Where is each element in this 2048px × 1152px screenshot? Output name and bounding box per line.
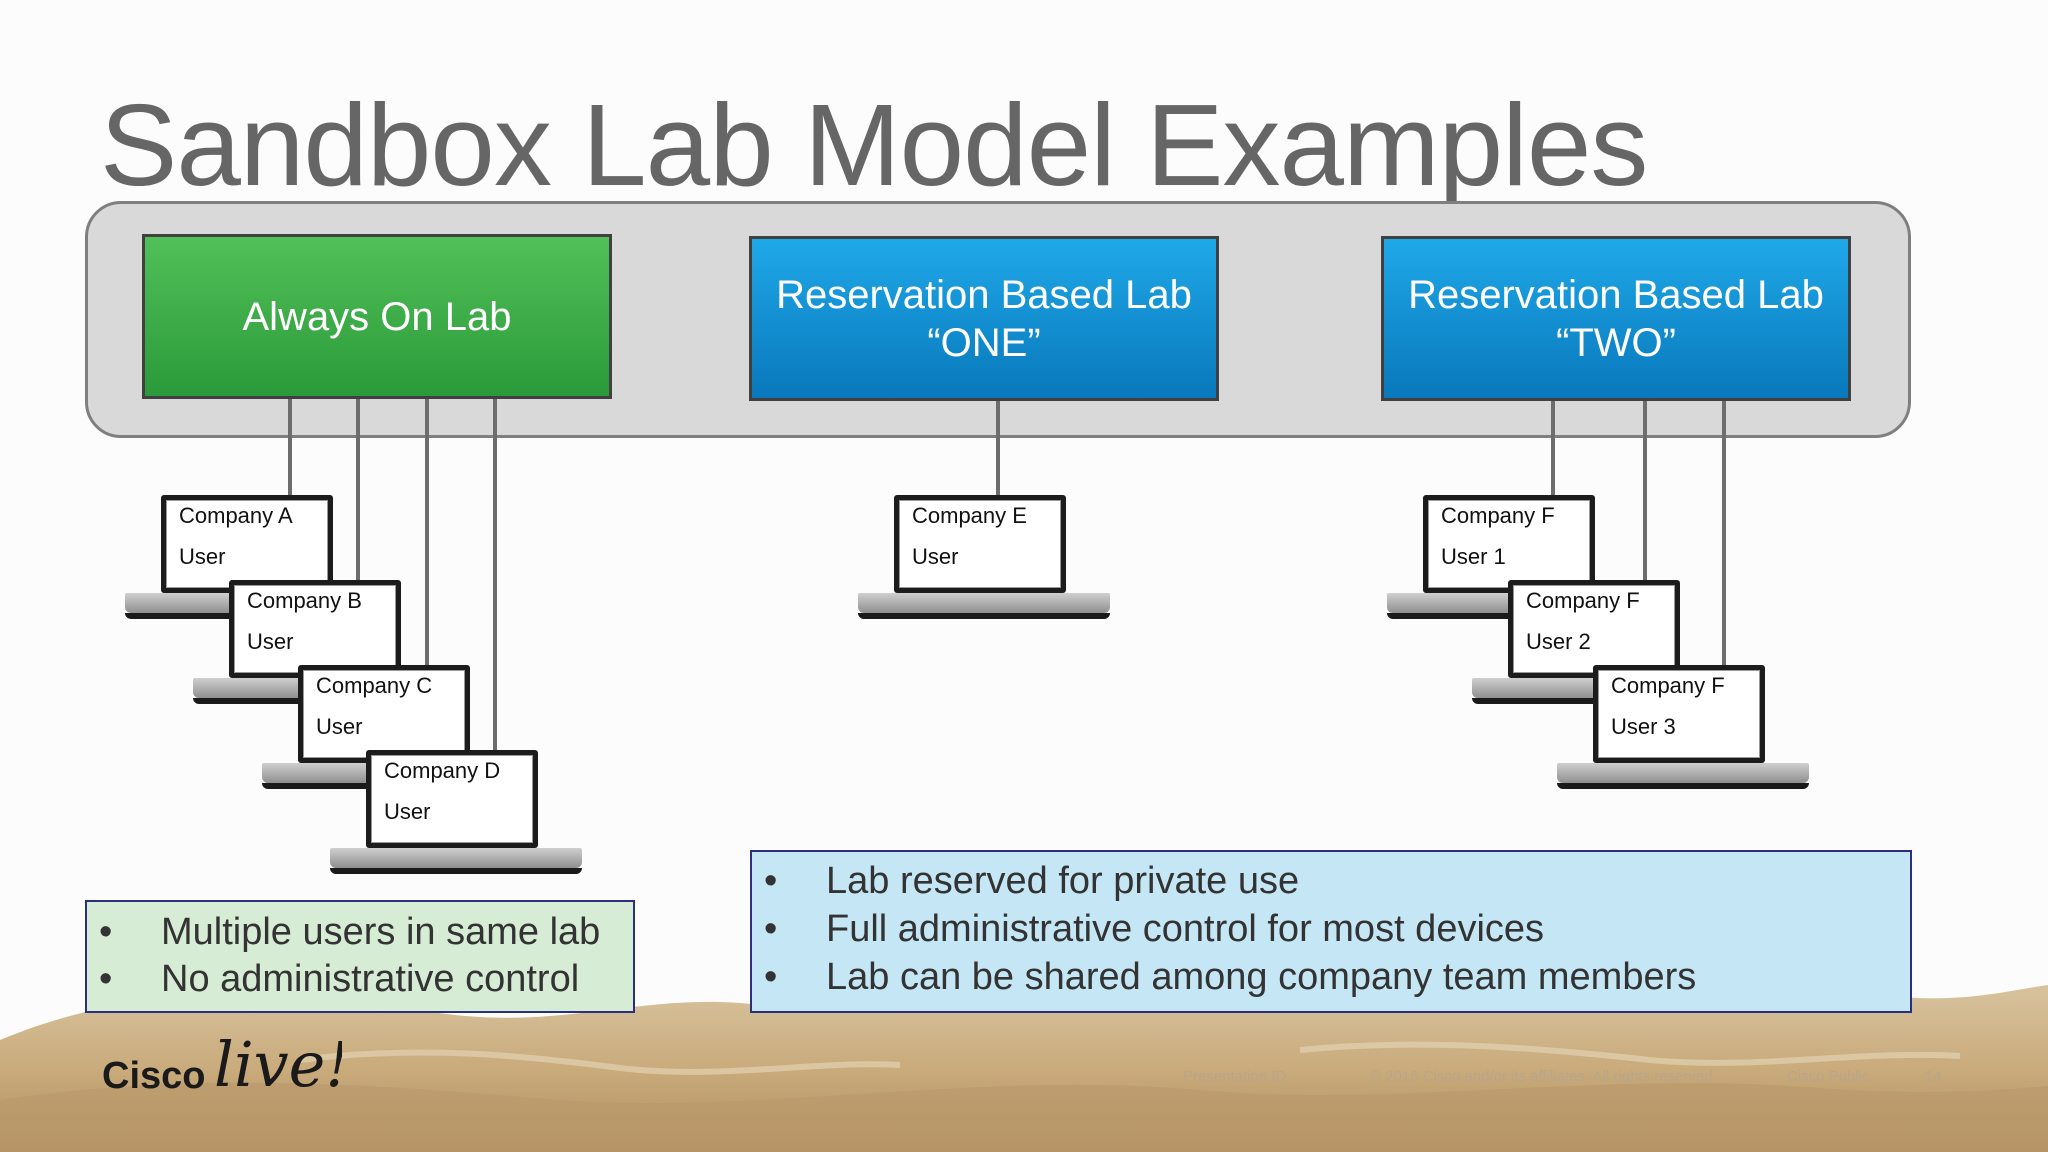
bullet-icon: • [99,958,113,1000]
laptop-company-label: Company A [179,503,293,528]
laptop-base [330,848,582,874]
laptop-company-label: Company B [247,588,362,613]
footer-presentation-id: Presentation ID [1183,1068,1287,1085]
connector-line [1722,401,1726,667]
laptop-company-label: Company F [1526,588,1640,613]
cisco-logo-text: Cisco [102,1055,205,1097]
always-on-notes-box: • Multiple users in same lab • No administ… [85,900,635,1013]
footer-page-number: 14 [1925,1068,1942,1085]
note-text: No administrative control [161,958,580,1000]
laptop-user-label: User [179,544,226,569]
laptop-user-label: User [384,799,431,824]
laptop-base [1557,763,1809,789]
laptop-user-label: User [247,629,294,654]
note-bullet-item: • Full administrative control for most de… [764,908,1544,951]
note-text: Full administrative control for most dev… [826,908,1545,950]
live-logo-text: live! [214,1028,342,1100]
slide-title: Sandbox Lab Model Examples [100,80,1648,210]
laptop-user-label: User 2 [1526,629,1591,654]
connector-line [1551,401,1555,497]
laptop-screen [894,495,1066,593]
reservation-lab-two-line1: Reservation Based Lab [1408,272,1824,317]
reservation-lab-one-line1: Reservation Based Lab [776,272,1192,317]
laptop-screen [229,580,401,678]
note-bullet-item: • Lab can be shared among company team me… [764,956,1696,999]
laptop-screen [1423,495,1595,593]
note-bullet-item: • Lab reserved for private use [764,860,1299,903]
laptop-company-label: Company D [384,758,501,783]
connector-line [493,399,497,752]
note-text: Lab reserved for private use [826,860,1300,902]
note-text: Lab can be shared among company team mem… [826,956,1697,998]
reservation-lab-two-box: Reservation Based Lab “TWO” [1381,236,1851,401]
laptop-user-label: User [912,544,959,569]
laptop-user-label: User 1 [1441,544,1506,569]
sand-dunes-background [0,985,2048,1152]
bullet-icon: • [764,908,778,950]
laptop-screen [1593,665,1765,763]
note-text: Multiple users in same lab [161,911,601,953]
laptop-user-label: User [316,714,363,739]
note-bullet-item: • Multiple users in same lab [99,911,600,954]
connector-line [356,399,360,582]
laptop-screen [366,750,538,848]
laptop-company-label: Company F [1441,503,1555,528]
laptop-company-f-user-3: Company F User 3 [1557,665,1809,795]
laptop-company-label: Company F [1611,673,1725,698]
always-on-lab-label: Always On Lab [242,294,512,339]
reservation-notes-box: • Lab reserved for private use • Full admi… [750,850,1912,1013]
laptop-company-label: Company C [316,673,433,698]
laptop-screen [298,665,470,763]
reservation-lab-one-box: Reservation Based Lab “ONE” [749,236,1219,401]
connector-line [1643,401,1647,582]
cisco-live-logo: Cisco live! [102,1028,342,1100]
laptop-company-e: Company E User [858,495,1110,625]
connector-line [425,399,429,667]
reservation-lab-two-line2: “TWO” [1556,320,1676,365]
bullet-icon: • [99,911,113,953]
laptop-company-d: Company D User [330,750,582,880]
laptop-user-label: User 3 [1611,714,1676,739]
connector-line [996,401,1000,497]
footer-classification: Cisco Public [1787,1068,1870,1085]
note-bullet-item: • No administrative control [99,958,579,1001]
always-on-lab-box: Always On Lab [142,234,612,399]
laptop-company-f-user-2: Company F User 2 [1472,580,1724,710]
footer-copyright: © 2016 Cisco and/or its affiliates. All … [1370,1068,1717,1085]
bullet-icon: • [764,860,778,902]
reservation-lab-one-line2: “ONE” [927,320,1041,365]
connector-line [288,399,292,497]
laptop-company-label: Company E [912,503,1027,528]
bullet-icon: • [764,956,778,998]
laptop-screen [1508,580,1680,678]
laptop-base [858,593,1110,619]
laptop-screen [161,495,333,593]
